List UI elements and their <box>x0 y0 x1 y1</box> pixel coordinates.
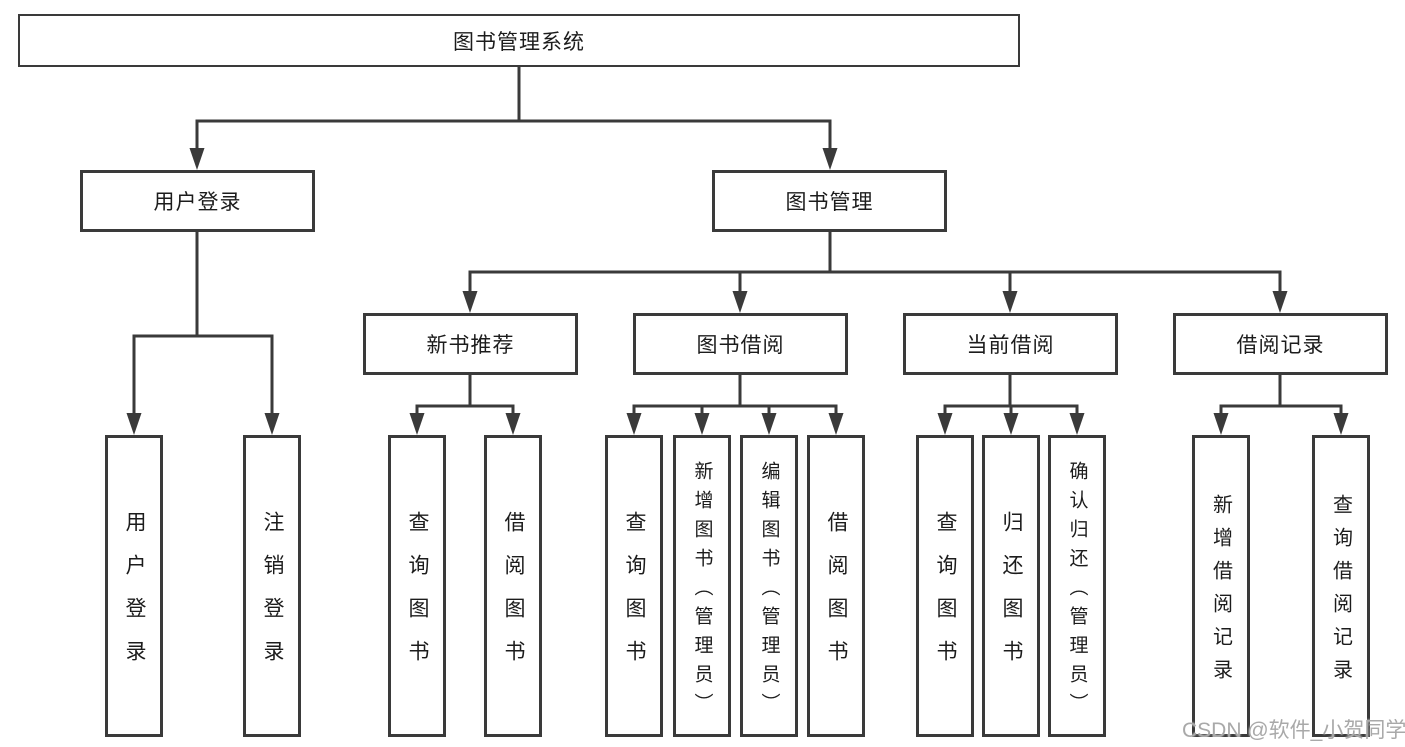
node-book-management-label: 图书管理 <box>785 191 874 214</box>
connector-book-management <box>468 232 1282 295</box>
leaf-query-borrow-record: 查询借阅记录 <box>1312 435 1370 737</box>
node-book-borrow: 图书借阅 <box>633 313 848 375</box>
node-new-books-label: 新书推荐 <box>426 334 515 357</box>
leaf-query-borrow-record-label: 查询借阅记录 <box>1329 493 1352 692</box>
leaf-confirm-return-label: 确认归还（管理员） <box>1066 460 1088 722</box>
leaf-newbooks-borrow-label: 借阅图书 <box>502 511 525 683</box>
connector-borrow-records <box>1219 375 1343 417</box>
node-book-management: 图书管理 <box>712 170 947 232</box>
arrowheads <box>126 148 1349 435</box>
leaf-borrow-edit-book: 编辑图书（管理员） <box>740 435 798 737</box>
leaf-borrow-query: 查询图书 <box>605 435 663 737</box>
connector-root <box>195 67 832 152</box>
node-root-label: 图书管理系统 <box>453 30 585 54</box>
leaf-logout: 注销登录 <box>243 435 301 737</box>
leaf-newbooks-query: 查询图书 <box>388 435 446 737</box>
leaf-borrow-query-label: 查询图书 <box>623 511 646 683</box>
leaf-current-query-label: 查询图书 <box>934 511 957 683</box>
node-current-borrow: 当前借阅 <box>903 313 1118 375</box>
connector-current-borrow <box>943 375 1079 417</box>
leaf-borrow-book-label: 借阅图书 <box>825 511 848 683</box>
leaf-user-login: 用户登录 <box>105 435 163 737</box>
leaf-confirm-return: 确认归还（管理员） <box>1048 435 1106 737</box>
connector-book-borrow <box>632 375 838 417</box>
leaf-user-login-label: 用户登录 <box>123 511 146 683</box>
node-user-login-label: 用户登录 <box>153 191 242 214</box>
leaf-borrow-add-book-label: 新增图书（管理员） <box>691 460 713 722</box>
node-new-books: 新书推荐 <box>363 313 578 375</box>
node-book-borrow-label: 图书借阅 <box>696 334 785 357</box>
node-current-borrow-label: 当前借阅 <box>966 334 1055 357</box>
connector-user-login <box>132 232 274 417</box>
leaf-newbooks-borrow: 借阅图书 <box>484 435 542 737</box>
leaf-return-book-label: 归还图书 <box>1000 511 1023 683</box>
leaf-return-book: 归还图书 <box>982 435 1040 737</box>
csdn-watermark: CSDN @软件_小贺同学 <box>1182 719 1405 742</box>
leaf-newbooks-query-label: 查询图书 <box>406 511 429 683</box>
leaf-logout-label: 注销登录 <box>261 511 284 683</box>
connector-new-books <box>415 375 515 417</box>
leaf-borrow-add-book: 新增图书（管理员） <box>673 435 731 737</box>
node-borrow-records-label: 借阅记录 <box>1236 334 1325 357</box>
node-root: 图书管理系统 <box>18 14 1020 67</box>
node-borrow-records: 借阅记录 <box>1173 313 1388 375</box>
leaf-add-borrow-record: 新增借阅记录 <box>1192 435 1250 737</box>
leaf-current-query: 查询图书 <box>916 435 974 737</box>
leaf-add-borrow-record-label: 新增借阅记录 <box>1209 493 1232 692</box>
leaf-borrow-edit-book-label: 编辑图书（管理员） <box>758 460 780 722</box>
leaf-borrow-book: 借阅图书 <box>807 435 865 737</box>
node-user-login: 用户登录 <box>80 170 315 232</box>
